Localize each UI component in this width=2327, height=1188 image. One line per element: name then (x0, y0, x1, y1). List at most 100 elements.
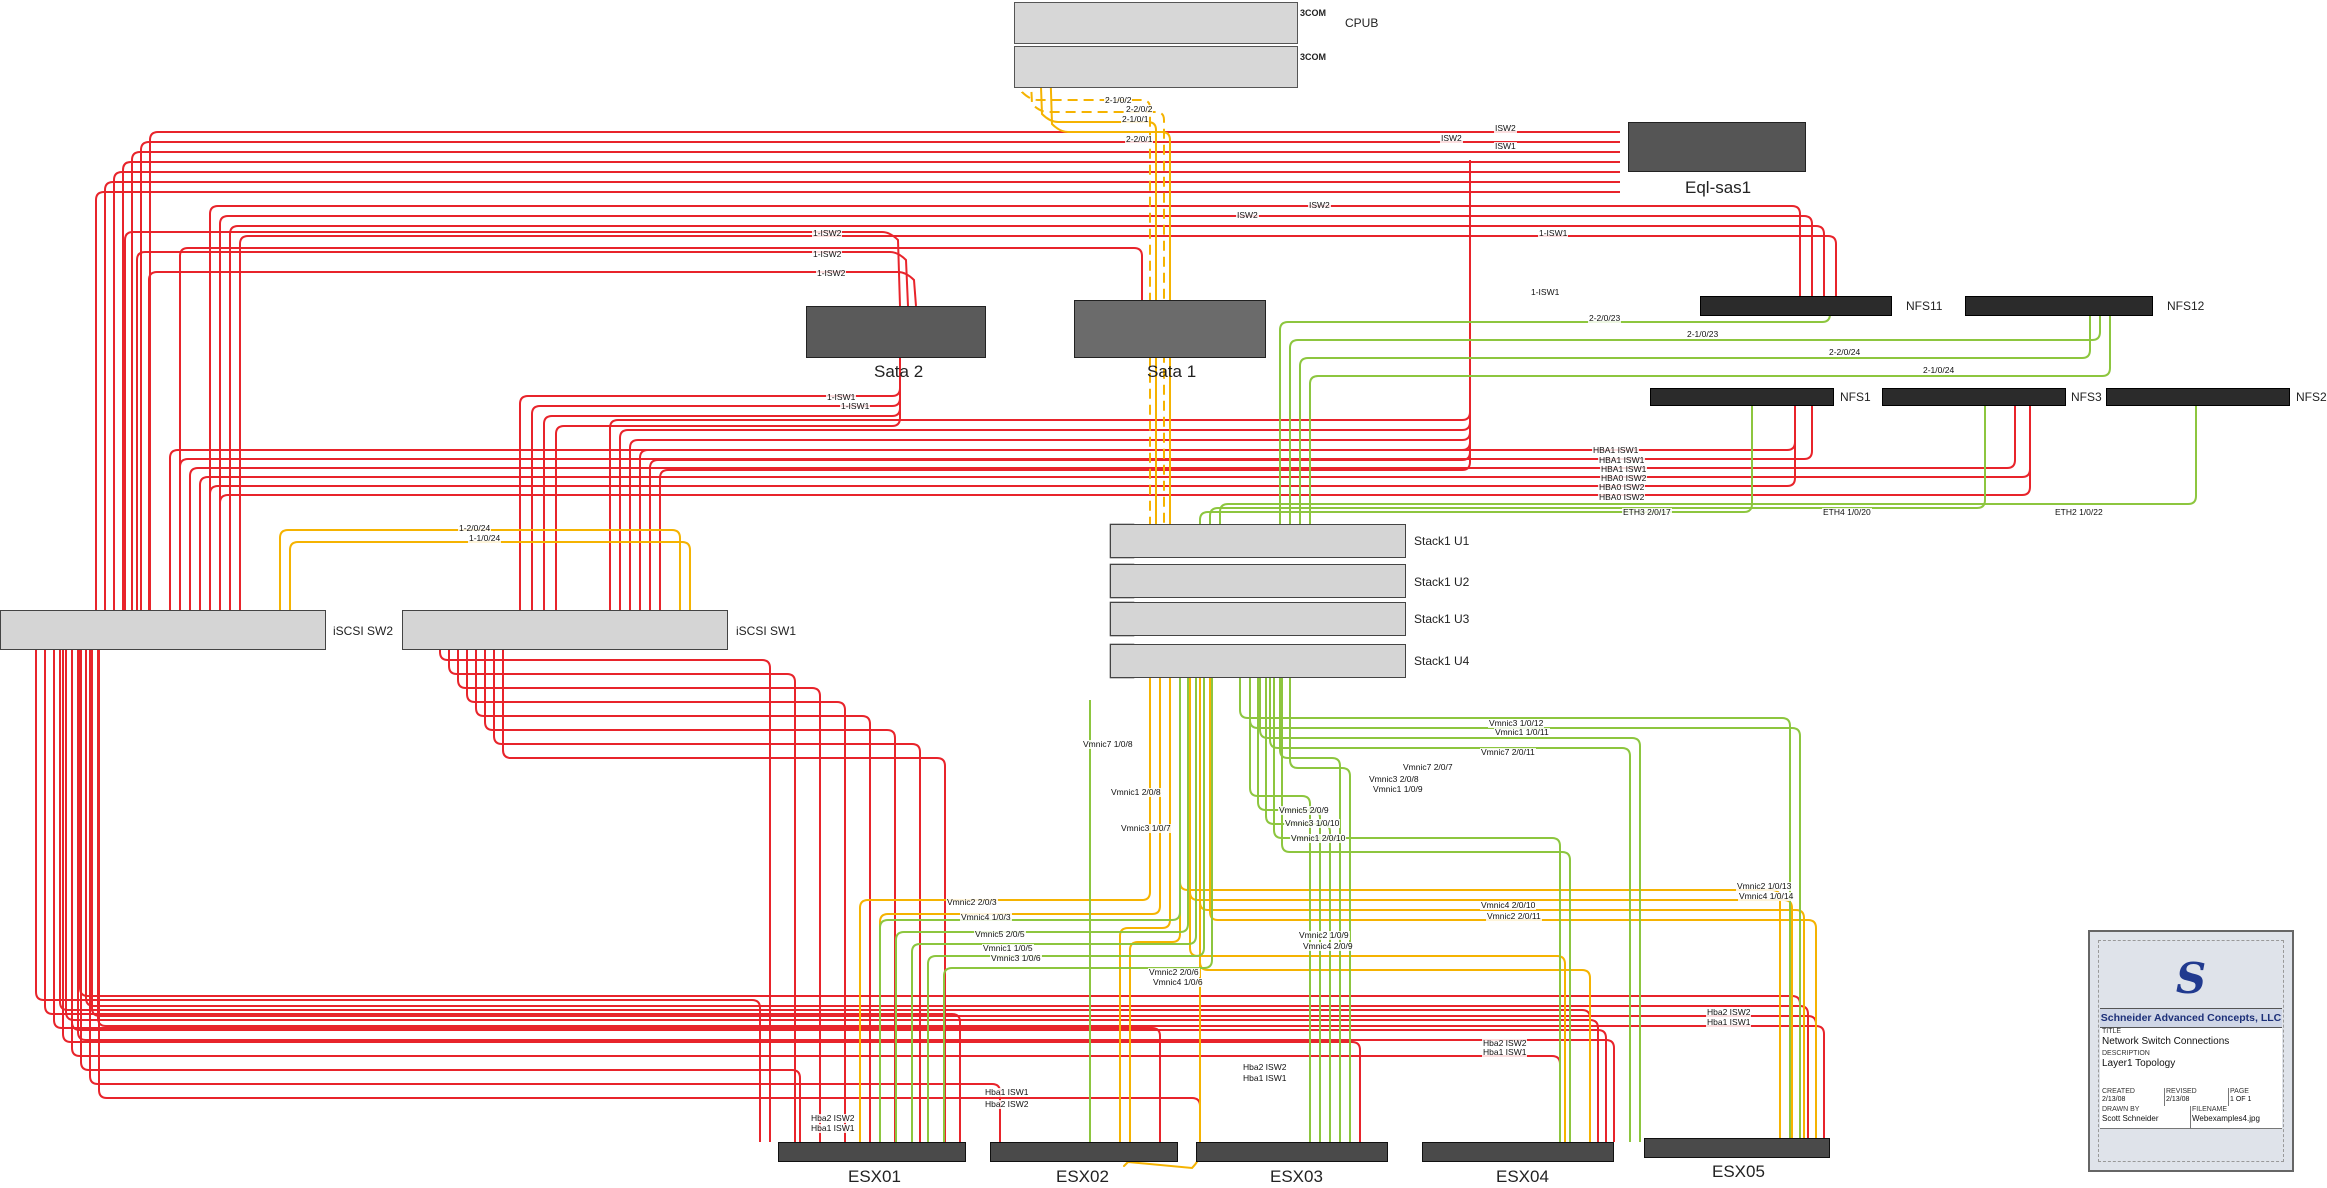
nfs11-server[interactable] (1700, 296, 1892, 316)
iscsi-sw1-label: iSCSI SW1 (736, 624, 797, 638)
iscsi-wire-sw2-esx (80, 650, 801, 1142)
wire-label: Vmnic7 2/0/7 (1402, 762, 1454, 772)
dates-cell: CREATED 2/13/08 REVISED 2/13/08 PAGE 1 O… (2100, 1088, 2282, 1107)
wire-label: HBA1 ISW1 (1598, 455, 1646, 465)
cpub-switch-top[interactable] (1014, 2, 1298, 44)
wire-label: 1-2/0/24 (458, 523, 492, 533)
stack1-u1-switch[interactable] (1110, 524, 1406, 558)
wire-label: HBA1 ISW1 (1592, 445, 1640, 455)
hba-wire-nfs (189, 406, 2016, 618)
esx05-server[interactable] (1644, 1138, 1830, 1158)
eql-sas1-array[interactable] (1628, 122, 1806, 172)
iscsi-wire-sw2-eql (140, 141, 1620, 618)
wire-label: Hba2 ISW2 (810, 1113, 856, 1123)
iscsi-wire-sw2-eql (122, 161, 1620, 618)
nfs12-server[interactable] (1965, 296, 2153, 316)
esx04-label: ESX04 (1496, 1167, 1549, 1186)
wire-label: 1-ISW1 (1538, 228, 1569, 238)
stack1-u4-label: Stack1 U4 (1414, 654, 1470, 668)
cpub-switch-bottom[interactable] (1014, 46, 1298, 88)
wire-label: Vmnic3 1/0/10 (1284, 818, 1341, 828)
iscsi-wire-sw2-sata2 (124, 231, 901, 618)
title-cell: TITLE Network Switch Connections (2100, 1028, 2282, 1051)
revised-value: 2/13/08 (2166, 1096, 2190, 1103)
wire-label: Vmnic3 1/0/12 (1488, 718, 1545, 728)
nfs3-server[interactable] (1882, 388, 2066, 406)
wire-label: ISW2 (1440, 133, 1463, 143)
wire-label: Hba2 ISW2 (1482, 1038, 1528, 1048)
iscsi-wire-sw2-esx (53, 650, 1161, 1142)
esx04-server[interactable] (1422, 1142, 1614, 1162)
iscsi-sw1-switch[interactable] (402, 610, 728, 650)
iscsi-wire-esx05 (97, 650, 1825, 1138)
iscsi-wire-esx05 (91, 650, 1817, 1138)
iscsi-wire-sw2-esx (89, 650, 1001, 1142)
hba-wire-nfs (179, 406, 1813, 618)
nfs2-server[interactable] (2106, 388, 2290, 406)
uplink-wire-cpub-stack (1029, 59, 1165, 524)
nfs1-server[interactable] (1650, 388, 1834, 406)
uplink-wire-cpub-stack (1049, 59, 1171, 524)
iscsi-wire-sw1-esx (475, 650, 871, 1142)
wire-label: 1-ISW1 (840, 401, 871, 411)
iscsi-wire-sw2-eql (113, 171, 1620, 618)
esx01-server[interactable] (778, 1142, 966, 1162)
iscsi-sw2-switch[interactable] (0, 610, 326, 650)
iscsi-wire-sw2-eql (131, 151, 1620, 618)
stack1-u4-switch[interactable] (1110, 644, 1406, 678)
vmnic-wire-stack-esx-lan (1239, 678, 1791, 1142)
nfs11-label: NFS11 (1906, 299, 1943, 313)
iscsi-wire-sw2-nfs (239, 235, 1837, 618)
iscsi-wire-esx05 (85, 650, 1809, 1138)
description-value: Layer1 Topology (2102, 1058, 2176, 1069)
created-key: CREATED (2102, 1088, 2135, 1095)
wire-label: 1-ISW2 (816, 268, 847, 278)
wire-label: 1-ISW2 (812, 249, 843, 259)
vmnic-wire-esx03-04 (1273, 678, 1561, 1142)
sata1-array[interactable] (1074, 300, 1266, 358)
wire-label: Vmnic5 2/0/9 (1278, 805, 1330, 815)
wire-label: Hba1 ISW1 (810, 1123, 856, 1133)
wire-label: Vmnic2 1/0/13 (1736, 881, 1793, 891)
esx02-server[interactable] (990, 1142, 1178, 1162)
sata2-array[interactable] (806, 306, 986, 358)
cpub-brand-bottom: 3COM (1300, 52, 1327, 62)
wire-label: Vmnic4 1/0/14 (1738, 891, 1795, 901)
wire-label: Vmnic2 1/0/9 (1298, 930, 1350, 940)
iscsi-wire-sw2-sata2 (148, 271, 917, 618)
hba-wire-nfs (219, 406, 2031, 618)
cpub-label: CPUB (1345, 16, 1379, 30)
drawn-by-key: DRAWN BY (2102, 1106, 2140, 1113)
wire-label: Vmnic4 2/0/10 (1480, 900, 1537, 910)
title-value: Network Switch Connections (2102, 1036, 2230, 1047)
vmnic-wire-stack-esx (1189, 678, 1566, 1142)
wire-label: Vmnic1 2/0/8 (1110, 787, 1162, 797)
wire-label: Vmnic4 1/0/3 (960, 912, 1012, 922)
vmnic-wire-stack-esx05 (1189, 678, 1793, 1138)
nfs1-label: NFS1 (1840, 390, 1871, 404)
nfs12-label: NFS12 (2167, 299, 2205, 313)
iscsi-wire-sw2-eql (95, 191, 1620, 618)
iscsi-wire-sw2-nfs (209, 205, 1801, 618)
wire-label: ISW2 (1236, 210, 1259, 220)
wire-label: ETH3 2/0/17 (1622, 507, 1672, 517)
iscsi-wire-sw1-esx (484, 650, 896, 1142)
vmnic-wire-stack-esx (879, 678, 1161, 1142)
description-key: DESCRIPTION (2102, 1050, 2150, 1057)
wire-label: 2-2/0/23 (1588, 313, 1622, 323)
iscsi-wire-sw1-esx (439, 650, 771, 1142)
wire-label: Hba2 ISW2 (1706, 1007, 1752, 1017)
stack1-u3-switch[interactable] (1110, 602, 1406, 636)
iscsi-wire-sw2-sata2 (136, 251, 909, 618)
esx03-server[interactable] (1196, 1142, 1388, 1162)
wire-label: 2-1/0/2 (1104, 95, 1133, 105)
wire-label: Vmnic7 2/0/11 (1480, 747, 1536, 757)
stack1-u2-label: Stack1 U2 (1414, 575, 1470, 589)
lan-wire-nfs (1289, 316, 2101, 524)
wire-label: Hba1 ISW1 (984, 1087, 1030, 1097)
stack1-u2-switch[interactable] (1110, 564, 1406, 598)
wire-label: 1-ISW2 (812, 228, 843, 238)
wire-label: HBA0 ISW2 (1598, 482, 1646, 492)
wire-label: Vmnic1 1/0/11 (1494, 727, 1550, 737)
vmnic-wire-esx01 (895, 678, 1189, 1142)
